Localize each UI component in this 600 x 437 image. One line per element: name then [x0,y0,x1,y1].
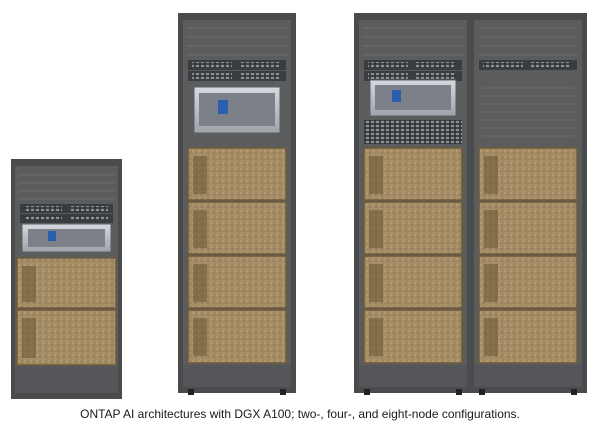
dgx-node [363,201,463,255]
rack-vents [187,27,287,56]
network-switch [364,60,462,70]
rack-four-node [178,13,296,395]
dgx-node [187,309,287,364]
rack-wheel [364,389,370,395]
dgx-node [16,309,117,366]
dgx-node [478,147,578,201]
rack-base-panel [359,365,467,387]
rack-base-panel [15,366,118,393]
rack-vents [363,27,578,56]
network-switch [364,71,462,81]
dgx-node [478,309,578,364]
rack-wheel [456,389,462,395]
rack-wheel [280,389,286,395]
dgx-node [16,257,117,309]
status-light-icon [218,100,228,114]
status-light-icon [48,231,56,241]
figure-caption: ONTAP AI architectures with DGX A100; tw… [80,407,520,421]
network-switch [20,204,113,213]
network-switch [188,71,286,81]
rack-two-node [11,159,122,399]
storage-controller [369,79,457,117]
rack-wheel [188,389,194,395]
rack-base-panel [183,365,291,387]
storage-controller [193,86,281,134]
status-light-icon [392,90,401,102]
network-switch [479,60,577,70]
rack-base-panel [474,365,582,387]
rack-wheel [479,389,485,395]
dgx-node [478,255,578,309]
storage-controller [21,223,112,253]
rack-wheel [571,389,577,395]
network-switch [188,60,286,70]
dgx-node [478,201,578,255]
dgx-node [363,309,463,364]
dgx-node [363,255,463,309]
cable-management-panel [364,120,462,144]
dgx-node [187,201,287,255]
dgx-node [187,255,287,309]
rack-eight-node [354,13,587,395]
dgx-node [187,147,287,201]
dgx-node [363,147,463,201]
rack-vents [18,174,115,200]
network-switch [20,214,113,223]
blank-panels [482,87,574,137]
